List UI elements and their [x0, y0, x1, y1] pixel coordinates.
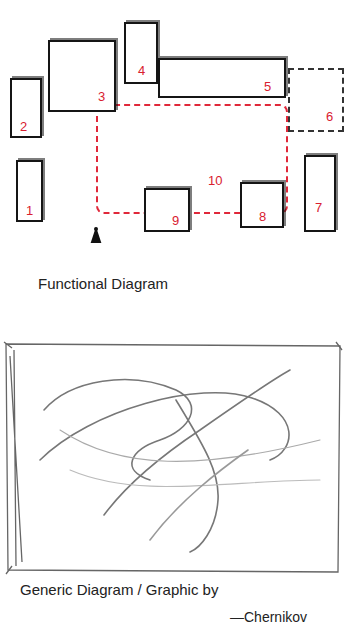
space-box: 4 — [124, 22, 158, 84]
callout-number: 4 — [138, 64, 145, 77]
space-box: 3 — [48, 40, 116, 112]
caption-label: Generic Diagram / Graphic by — [20, 582, 218, 599]
space-box: 7 — [304, 155, 336, 232]
person-marker — [92, 230, 100, 242]
space-box: 8 — [240, 182, 284, 228]
generic-frame — [4, 342, 342, 574]
callout-number: 8 — [259, 210, 266, 223]
callout-number: 10 — [208, 174, 222, 187]
space-box: 6 — [288, 68, 344, 132]
space-box: 2 — [10, 78, 42, 138]
callout-number: 1 — [26, 204, 33, 217]
callout-number: 5 — [264, 80, 271, 93]
caption-label: —Chernikov — [230, 610, 307, 625]
caption-label: Functional Diagram — [38, 276, 168, 293]
pencil-curves — [40, 370, 320, 552]
space-box: 1 — [16, 160, 43, 222]
callout-number: 2 — [20, 120, 27, 133]
space-box: 5 — [158, 58, 286, 98]
space-box: 9 — [144, 188, 190, 232]
callout-number: 7 — [315, 201, 322, 214]
callout-number: 6 — [326, 110, 333, 123]
callout-number: 9 — [172, 214, 179, 227]
callout-number: 3 — [98, 90, 105, 103]
